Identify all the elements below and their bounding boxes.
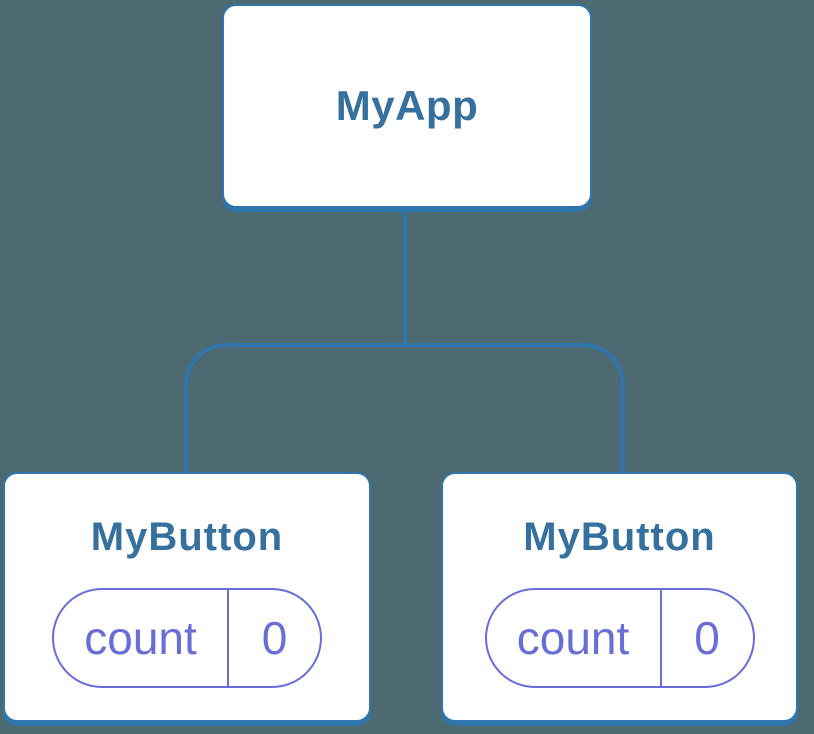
connector-branch (184, 343, 625, 472)
component-card-myapp: MyApp (222, 4, 592, 208)
state-value-section: 0 (229, 590, 320, 686)
state-value: 0 (261, 612, 288, 664)
component-card-mybutton-left: MyButton count 0 (3, 472, 371, 722)
state-pill-right: count 0 (484, 588, 755, 688)
component-title-myapp: MyApp (335, 82, 479, 129)
state-pill-left: count 0 (52, 588, 322, 688)
state-value-section: 0 (662, 590, 753, 686)
component-title-mybutton-left: MyButton (90, 515, 284, 559)
state-value: 0 (694, 612, 720, 664)
connector-stem (403, 208, 407, 345)
component-card-mybutton-right: MyButton count 0 (441, 472, 798, 722)
component-title-mybutton-right: MyButton (523, 515, 716, 559)
state-label: count (516, 612, 630, 664)
state-label-section: count (487, 590, 662, 686)
state-label-section: count (54, 590, 229, 686)
state-label: count (84, 612, 197, 664)
